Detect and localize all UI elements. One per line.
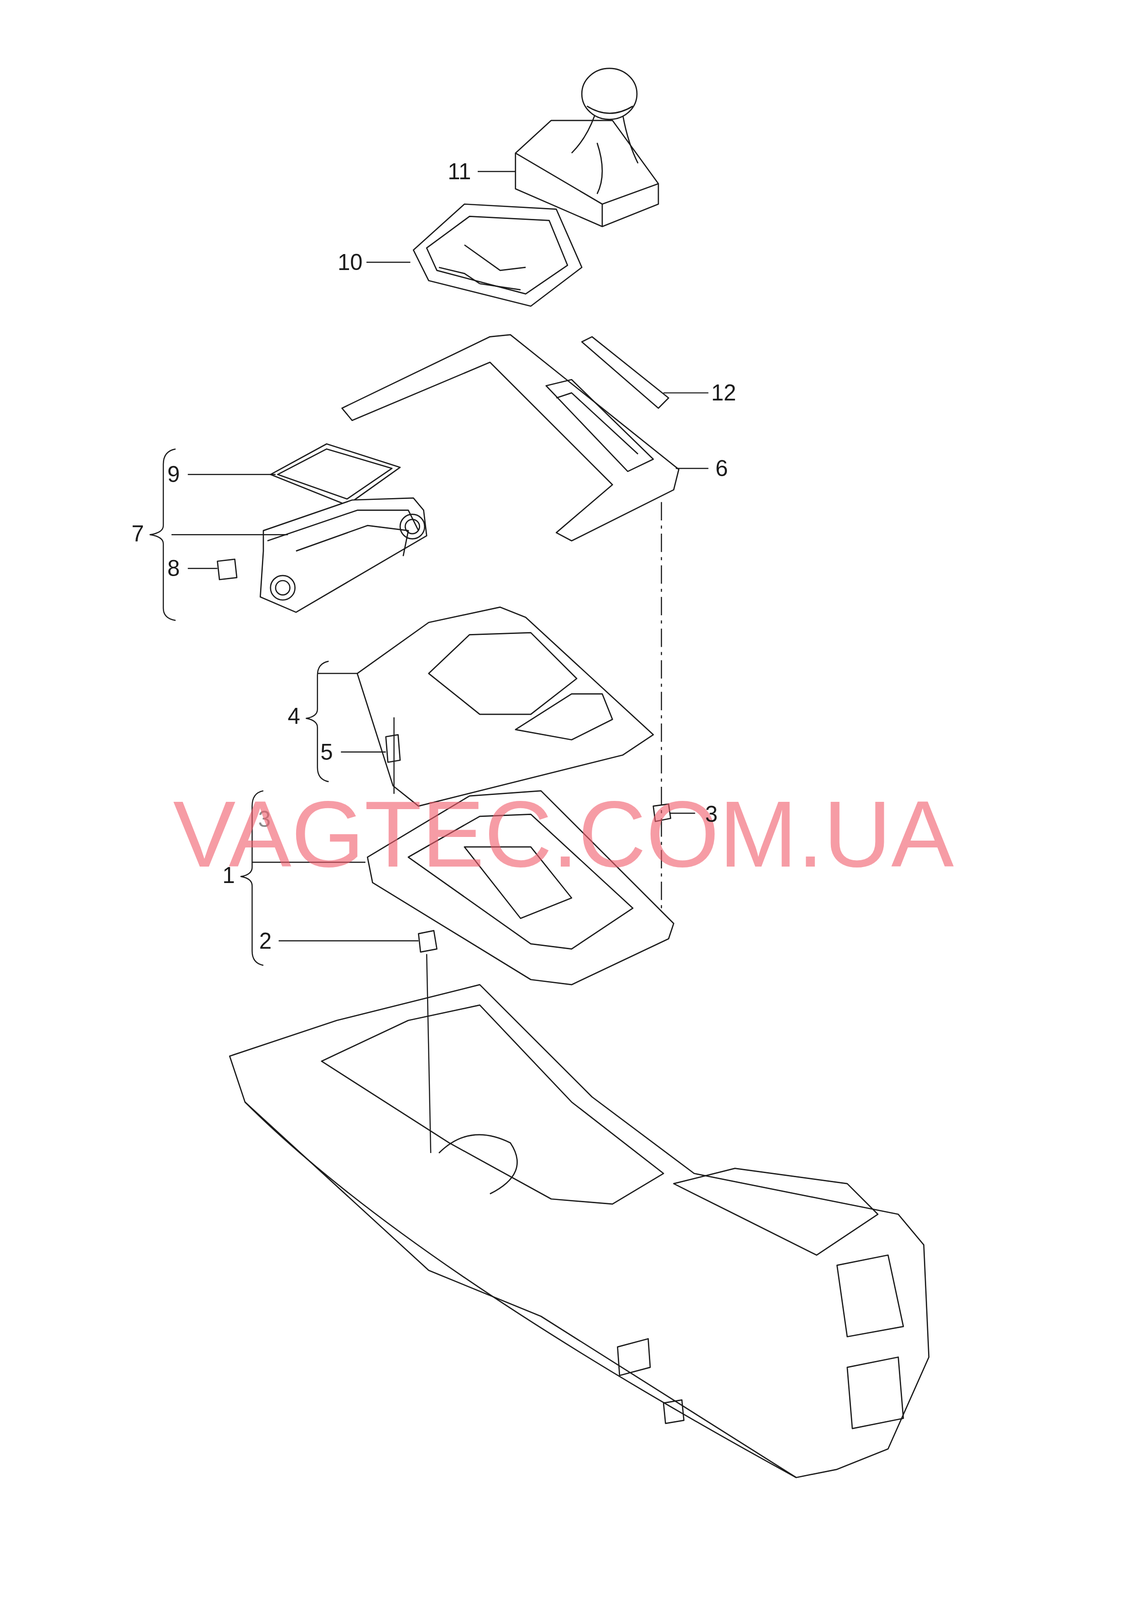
leader-lines [150,171,709,1154]
callout-number: 5 [320,740,333,764]
lid-edge [277,448,393,500]
callout-number: 3 [705,803,718,826]
center-console [229,985,929,1479]
callout-number: 4 [287,705,301,728]
console-cover [357,607,654,807]
callout-number: 11 [447,160,471,183]
watermark: VAGTEC.COM.UA [172,787,954,882]
gear-knob [515,68,659,227]
callout-number: 10 [337,250,363,274]
storage-tray [217,498,428,613]
callout-number: 9 [167,463,180,486]
callout-number: 7 [131,522,144,545]
callout-number: 12 [711,381,737,405]
lid [270,443,401,506]
callout-number: 2 [259,929,272,953]
callout-number: 1 [222,864,235,887]
gear-frame [413,204,582,307]
trim-strip [581,336,669,409]
callout-number: 6 [715,457,728,480]
callout-number: 8 [167,557,180,580]
